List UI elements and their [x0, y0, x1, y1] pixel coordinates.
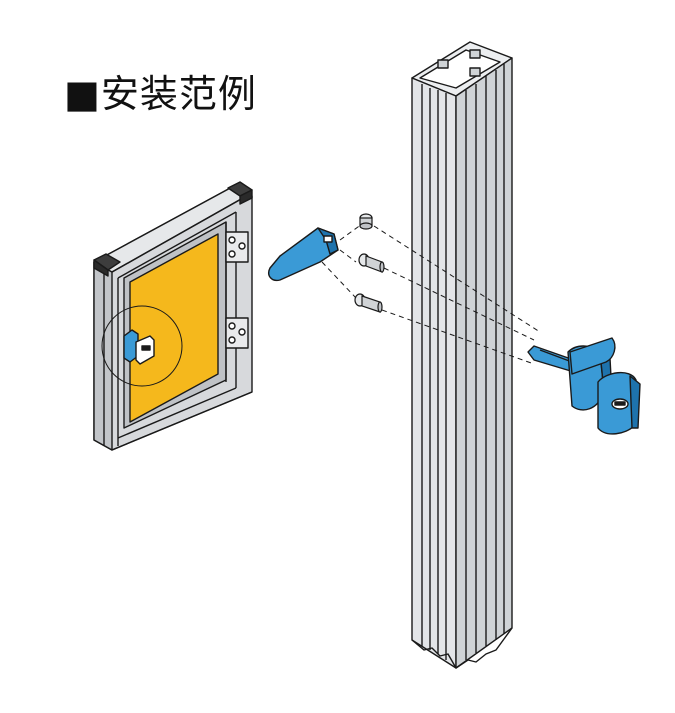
section-title: ■安装范例	[64, 72, 257, 116]
door-handle-grip	[268, 227, 339, 282]
assembly-guide-lines	[321, 223, 541, 365]
screw-lower	[354, 293, 383, 313]
aluminum-extrusion-profile	[411, 41, 513, 669]
t-handle-lock	[527, 337, 641, 435]
door-frame-with-panel	[93, 181, 253, 451]
screw-upper	[358, 253, 385, 273]
nut	[359, 213, 373, 230]
